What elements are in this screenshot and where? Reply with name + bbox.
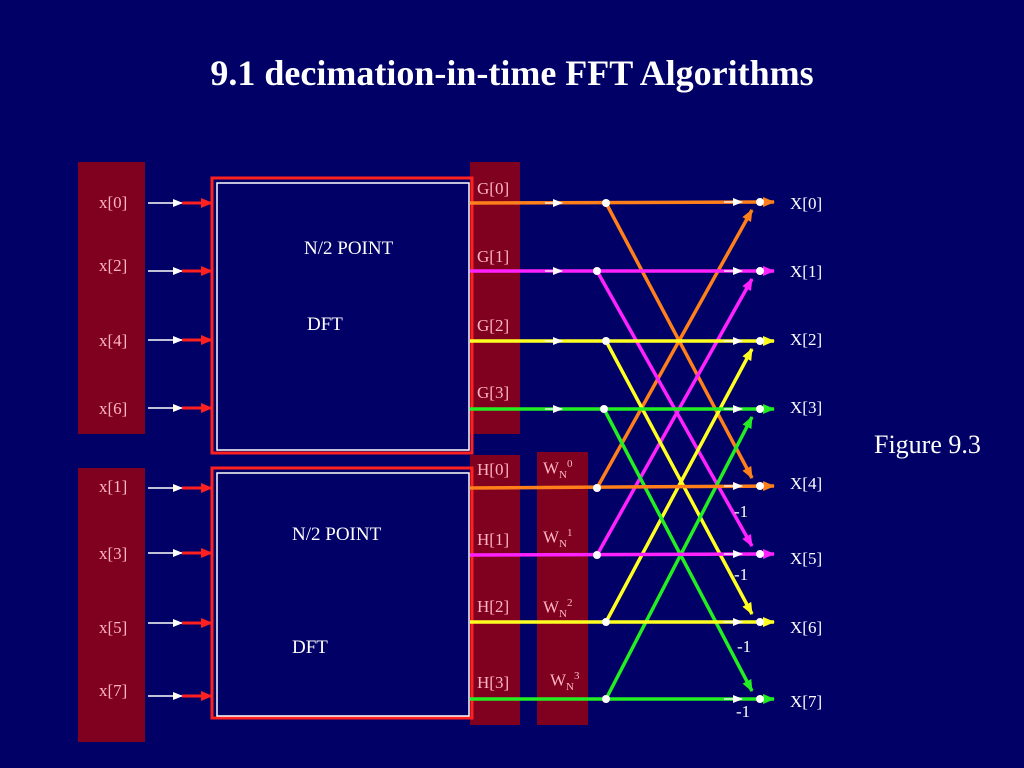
g-label-0: G[0] — [477, 179, 510, 198]
node-h0 — [593, 484, 601, 492]
node-out2 — [756, 337, 764, 345]
twiddle-w3: WN3 — [550, 670, 580, 694]
dft-top-line2: DFT — [307, 314, 343, 335]
node-out5 — [756, 550, 764, 558]
path-h0-to-X4 — [469, 481, 775, 492]
page-title: 9.1 decimation-in-time FFT Algorithms — [210, 53, 814, 93]
node-out4 — [756, 482, 764, 490]
butterfly-h0-to-X0 — [595, 209, 754, 489]
node-out6 — [756, 618, 764, 626]
g-label-3: G[3] — [477, 383, 510, 402]
input-arrows — [148, 198, 213, 701]
path-g0-to-X0 — [469, 197, 775, 208]
dft-box-top — [210, 176, 474, 455]
node-g1 — [593, 267, 601, 275]
twiddle-w1: WN1 — [543, 527, 573, 551]
input-label-x7: x[7] — [99, 681, 128, 700]
input-label-x5: x[5] — [99, 618, 128, 637]
twiddle-w0: WN0 — [543, 458, 573, 482]
node-h2 — [602, 618, 610, 626]
nodes — [593, 198, 764, 703]
butterfly-h1-to-X1 — [595, 278, 754, 556]
input-label-x0: x[0] — [99, 193, 128, 212]
horizontal-paths — [469, 197, 775, 704]
dft-bottom-line1: N/2 POINT — [292, 524, 382, 545]
dft-box-top-inner — [216, 182, 470, 451]
output-label-X2: X[2] — [790, 330, 823, 349]
h-panel — [470, 455, 520, 725]
node-out7 — [756, 695, 764, 703]
g-label-2: G[2] — [477, 316, 510, 335]
path-h1-to-X5 — [469, 549, 775, 560]
dft-box-bottom — [210, 466, 474, 720]
input-panel-even — [78, 162, 145, 434]
node-g0 — [602, 199, 610, 207]
node-h3 — [602, 695, 610, 703]
node-out3 — [756, 405, 764, 413]
node-out0 — [756, 198, 764, 206]
node-h1 — [593, 551, 601, 559]
node-g2 — [602, 337, 610, 345]
output-label-X0: X[0] — [790, 194, 823, 213]
g-panel — [470, 162, 520, 434]
minus-one-7: -1 — [736, 702, 751, 721]
h-label-1: H[1] — [477, 530, 510, 549]
input-label-x1: x[1] — [99, 477, 128, 496]
butterfly-g2-to-X6 — [604, 340, 754, 615]
h-label-0: H[0] — [477, 460, 510, 479]
output-label-X1: X[1] — [790, 262, 823, 281]
butterfly-h3-to-X3 — [604, 416, 754, 700]
h-label-2: H[2] — [477, 597, 510, 616]
output-label-X7: X[7] — [790, 692, 823, 711]
butterfly-lines — [595, 202, 754, 700]
dft-bottom-line2: DFT — [292, 637, 328, 658]
output-label-X4: X[4] — [790, 474, 823, 493]
butterfly-g3-to-X7 — [602, 408, 754, 692]
output-label-X5: X[5] — [790, 549, 823, 568]
twiddle-w2: WN2 — [543, 597, 573, 621]
dft-top-line1: N/2 POINT — [304, 238, 394, 259]
node-g3 — [600, 405, 608, 413]
input-label-x6: x[6] — [99, 399, 128, 418]
input-label-x3: x[3] — [99, 544, 128, 563]
output-label-X3: X[3] — [790, 398, 823, 417]
minus-one-6: -1 — [737, 637, 752, 656]
node-out1 — [756, 267, 764, 275]
input-panel-odd — [78, 468, 145, 742]
figure-label: Figure 9.3 — [874, 430, 981, 459]
minus-one-5: -1 — [734, 565, 749, 584]
g-label-1: G[1] — [477, 247, 510, 266]
dft-box-bottom-inner — [216, 472, 470, 717]
output-label-X6: X[6] — [790, 618, 823, 637]
twiddle-panel — [537, 452, 588, 725]
input-label-x4: x[4] — [99, 331, 128, 350]
h-label-3: H[3] — [477, 673, 510, 692]
input-label-x2: x[2] — [99, 256, 128, 275]
minus-one-4: -1 — [734, 502, 749, 521]
